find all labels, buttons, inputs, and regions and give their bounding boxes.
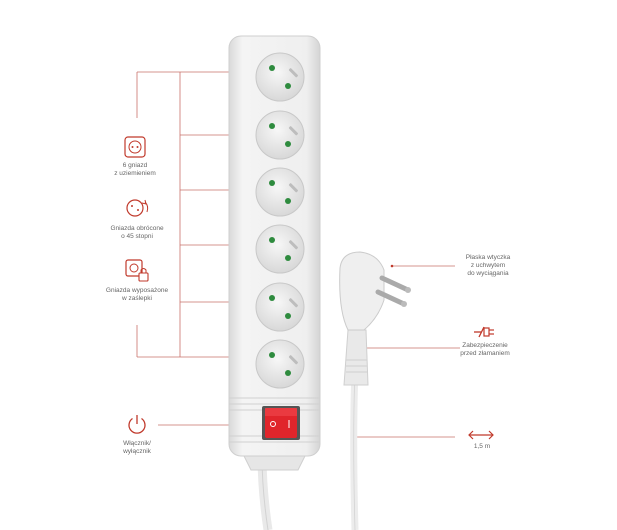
- shutters-label-2: w zaślepki: [122, 295, 152, 302]
- rotate-icon: [123, 196, 151, 220]
- rotated-label-2: o 45 stopni: [121, 233, 153, 240]
- sockets-label-2: z uziemieniem: [114, 170, 156, 177]
- double-arrow-icon: [467, 430, 495, 440]
- sockets: [255, 52, 305, 389]
- protection-label-2: przed złamaniem: [460, 350, 510, 357]
- plug-label-1: Płaska wtyczka: [465, 254, 511, 261]
- power-icon: [126, 413, 148, 435]
- child-lock-icon: [124, 258, 150, 284]
- socket-icon: [123, 135, 147, 159]
- protection-label-1: Zabezpieczenie: [462, 342, 508, 349]
- switch-label-2: wyłącznik: [123, 448, 151, 455]
- sockets-label-1: 6 gniazd: [122, 162, 148, 169]
- plug-label-3: do wyciągania: [467, 270, 509, 277]
- shutters-label-1: Gniazda wyposażone: [105, 287, 169, 294]
- power-switch: [262, 406, 300, 440]
- rotated-label-1: Gniazda obrócone: [110, 225, 164, 232]
- switch-label-1: Włącznik/: [123, 440, 151, 447]
- plug: [339, 251, 411, 530]
- bend-protection-icon: [473, 325, 495, 339]
- cable-length-label: 1,5 m: [473, 443, 491, 450]
- plug-label-2: z uchwytem: [470, 262, 506, 269]
